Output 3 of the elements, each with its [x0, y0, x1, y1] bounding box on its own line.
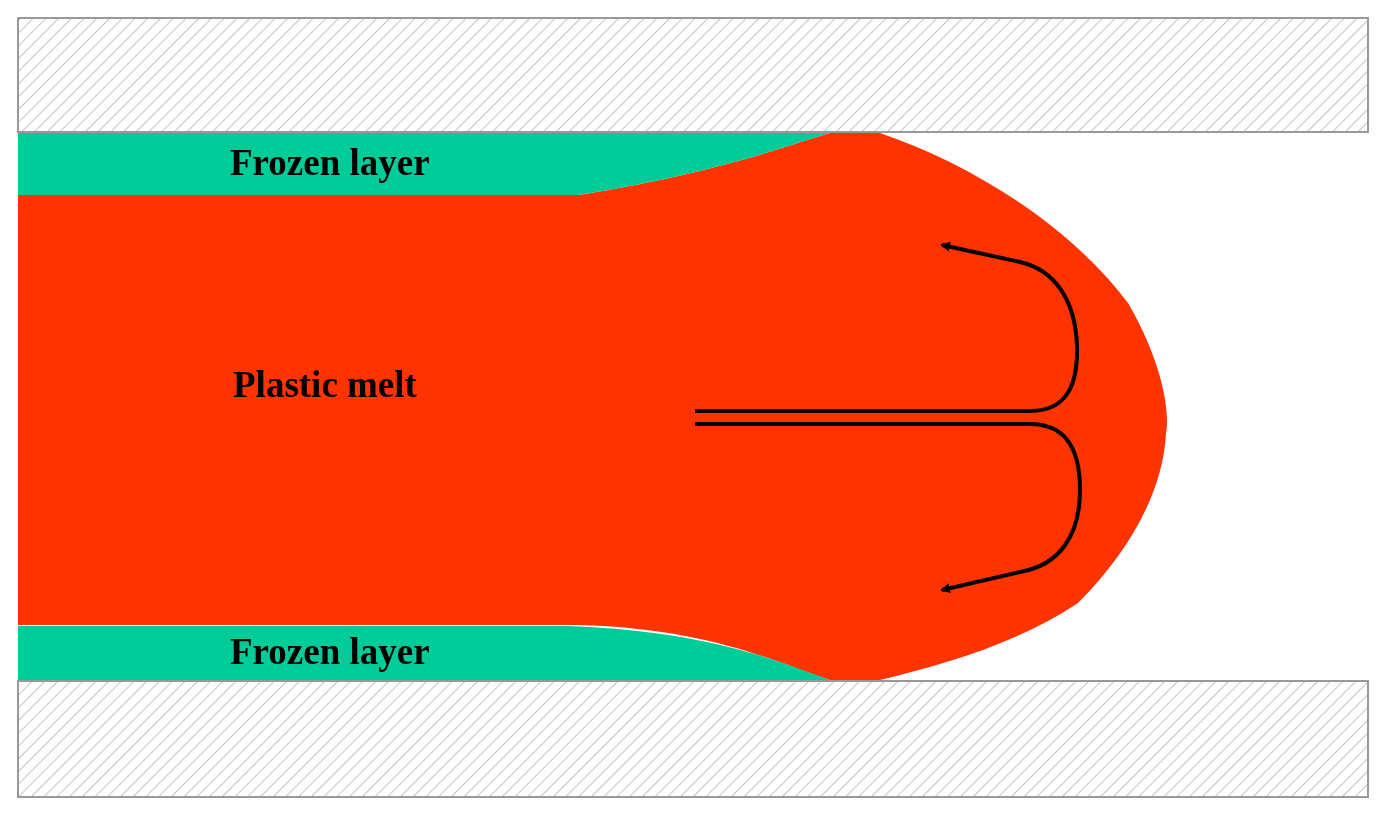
- plastic-melt-label: Plastic melt: [233, 363, 417, 406]
- frozen-layer-label: Frozen layer: [230, 141, 430, 184]
- frozen-layer-label: Frozen layer: [230, 630, 430, 673]
